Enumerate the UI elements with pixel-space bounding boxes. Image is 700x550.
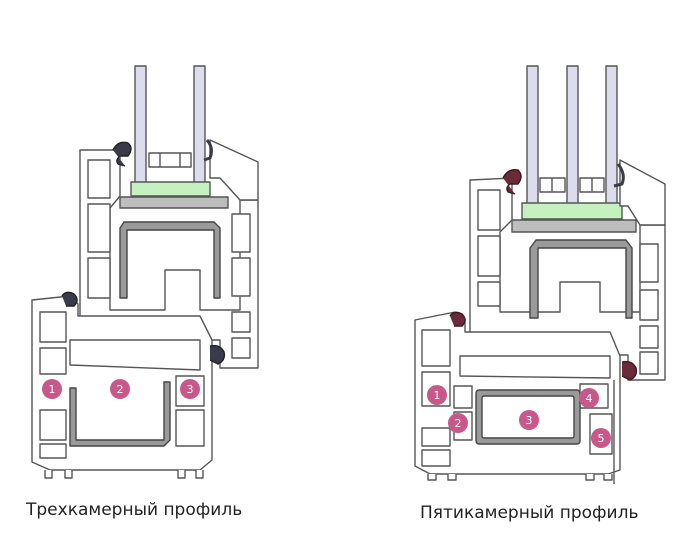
- chamber-marker: [579, 388, 599, 408]
- sash-reinforcement: [119, 221, 221, 299]
- sash-reinforcement: [529, 239, 633, 319]
- chamber-number: 5: [598, 432, 605, 445]
- chamber-number: 2: [455, 417, 462, 430]
- glazing-bead-base: [511, 219, 637, 233]
- gasket-low-right: [209, 344, 226, 365]
- glazing-bead-base: [119, 196, 229, 209]
- gasket-top-left: [502, 168, 522, 195]
- three-chamber-profile: [31, 65, 259, 479]
- chamber-number: 3: [187, 383, 194, 396]
- chamber-marker: [448, 413, 468, 433]
- gasket-low-right: [621, 360, 638, 381]
- chamber-number: 1: [434, 389, 441, 402]
- glass-pane-outer: [134, 65, 147, 187]
- chamber-number: 2: [117, 383, 124, 396]
- gasket-mid-left: [449, 311, 466, 327]
- glass-pane-middle: [566, 65, 579, 207]
- glass-pane-inner: [193, 65, 206, 187]
- chamber-marker: [180, 379, 200, 399]
- chamber-marker: [519, 410, 539, 430]
- chamber-number: 1: [49, 383, 56, 396]
- five-chamber-markers: 1 2 3 4 5: [427, 385, 611, 448]
- three-chamber-markers: 1 2 3: [42, 379, 200, 399]
- chamber-marker: [110, 379, 130, 399]
- chamber-number: 4: [586, 392, 593, 405]
- glass-pane-outer: [526, 65, 539, 207]
- chamber-number: 3: [526, 414, 533, 427]
- sealant-strip: [130, 181, 211, 197]
- frame-reinforcement: [69, 381, 171, 447]
- sealant-strip: [521, 202, 623, 220]
- chamber-marker: [591, 428, 611, 448]
- chamber-marker: [42, 379, 62, 399]
- chamber-marker: [427, 385, 447, 405]
- gasket-top-right: [613, 163, 625, 188]
- three-chamber-caption: Трехкамерный профиль: [26, 500, 243, 520]
- gasket-top-right: [203, 139, 213, 162]
- gasket-mid-left: [61, 291, 78, 307]
- five-chamber-caption: Пятикамерный профиль: [420, 503, 639, 523]
- gasket-top-left: [112, 141, 132, 167]
- spacer: [148, 152, 192, 168]
